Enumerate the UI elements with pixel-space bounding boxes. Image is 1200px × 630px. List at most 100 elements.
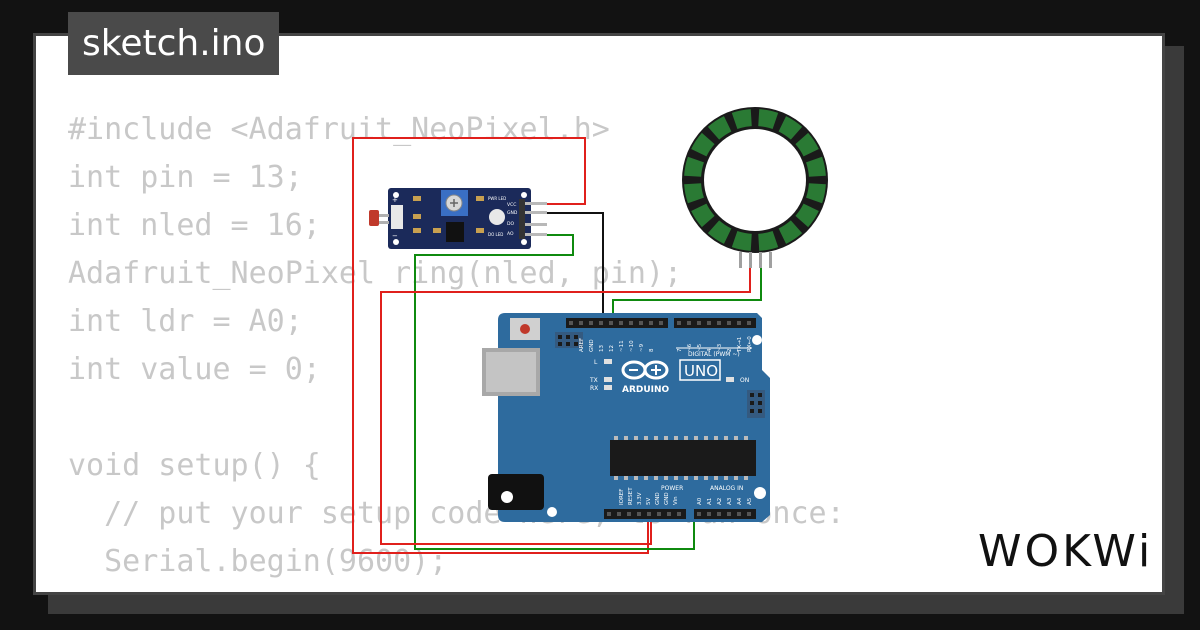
analog-pin-label: A2 — [717, 498, 723, 505]
sensor-do-led-label: DO LED — [488, 232, 503, 237]
code-line: #include <Adafruit_NeoPixel.h> — [68, 112, 610, 147]
analog-pin-label: A5 — [747, 497, 753, 505]
wire-ao — [414, 234, 695, 550]
sensor-minus-label: − — [392, 232, 398, 240]
code-line: int nled = 16; — [68, 208, 321, 243]
neopixel-led — [778, 220, 803, 244]
photoresistor — [369, 210, 379, 226]
neopixel-led — [795, 132, 819, 157]
ring-leds — [684, 109, 826, 251]
neopixel-led — [684, 183, 704, 204]
pwr-led — [489, 209, 505, 225]
sensor-pin-vcc[interactable] — [525, 202, 547, 205]
sensor-board — [388, 188, 531, 249]
power-pin-label: GND — [655, 492, 661, 505]
power-label: POWER — [661, 485, 683, 492]
digital-label: DIGITAL (PWM ~) — [688, 351, 740, 358]
digital-header[interactable] — [566, 318, 756, 328]
digital-pin-label: AREF — [579, 338, 585, 352]
code-line: Adafruit_NeoPixel ring(nled, pin); — [68, 256, 683, 291]
digital-pin-label: 4 — [707, 348, 713, 352]
analog-header[interactable] — [694, 509, 756, 519]
analog-label: ANALOG IN — [710, 485, 743, 492]
sensor-pin-label: AO — [507, 231, 514, 237]
arduino-brand: ARDUINO — [622, 385, 670, 395]
digital-pin-label: 7 — [677, 348, 683, 352]
l-led-label: L — [594, 359, 598, 366]
neopixel-led — [795, 203, 819, 228]
sensor-pin-ao[interactable] — [525, 233, 547, 236]
analog-pin-label: A3 — [727, 497, 733, 505]
digital-pin-label: ~9 — [639, 343, 645, 352]
atmega-chip — [610, 436, 756, 480]
power-pin-label: 3.3V — [637, 492, 643, 505]
power-header[interactable] — [604, 509, 686, 519]
icsp-header-top — [555, 332, 583, 348]
digital-pin-label: 2 — [727, 349, 733, 353]
ring-pins — [739, 252, 772, 268]
sensor-connector — [391, 205, 403, 229]
neopixel-led — [731, 109, 752, 129]
digital-pin-label: RX←0 — [747, 336, 753, 352]
file-tab[interactable]: sketch.ino — [68, 12, 280, 75]
code-line: int value = 0; — [68, 352, 321, 387]
neopixel-led — [778, 116, 803, 140]
digital-pin-label: ~11 — [619, 340, 625, 352]
digital-pin-label: 13 — [599, 345, 605, 352]
digital-pin-label: TX→1 — [737, 337, 743, 353]
analog-pin-label: A1 — [707, 498, 713, 505]
power-pin-label: Vin — [673, 496, 679, 505]
neopixel-led — [684, 156, 704, 177]
digital-pin-label: GND — [589, 339, 595, 352]
code-editor[interactable]: #include <Adafruit_NeoPixel.h>int pin = … — [68, 106, 845, 592]
code-line: int ldr = A0; — [68, 304, 303, 339]
neopixel-led — [806, 183, 826, 204]
sensor-pin-label: GND — [507, 210, 518, 216]
digital-pin-label: ~10 — [629, 340, 635, 352]
sensor-pwr-led-label: PWR LED — [488, 196, 506, 201]
sensor-plus-label: + — [392, 196, 398, 204]
rx-led-label: RX — [590, 385, 598, 392]
sensor-pin-do[interactable] — [525, 223, 547, 226]
wire-ring-din — [612, 268, 762, 322]
neopixel-led — [691, 203, 715, 228]
neopixel-led — [758, 231, 779, 251]
power-jack — [488, 474, 544, 510]
icsp-header-right — [747, 390, 765, 418]
wokwi-logo: WOKWi — [978, 526, 1154, 577]
arduino-model: UNO — [684, 362, 718, 380]
neopixel-ring[interactable] — [682, 107, 828, 268]
wires — [352, 137, 762, 554]
neopixel-led — [758, 109, 779, 129]
digital-pin-label: 12 — [609, 345, 615, 352]
sensor-pin-gnd[interactable] — [525, 211, 547, 214]
sensor-pin-label: VCC — [507, 202, 516, 208]
ldr-sensor-module[interactable]: + − PWR LED DO LED VCC GND DO AO — [369, 188, 547, 249]
neopixel-led — [707, 220, 732, 244]
power-pin-label: RESET — [628, 487, 634, 505]
code-line: Serial.begin(9600); — [68, 544, 448, 579]
analog-pin-label: A4 — [737, 497, 743, 505]
wire-ring-5v — [380, 268, 751, 545]
code-line: void setup() { — [68, 448, 321, 483]
arduino-logo — [621, 360, 669, 380]
power-pin-label: GND — [664, 492, 670, 505]
analog-pin-label: A0 — [697, 497, 703, 505]
power-pin-label: 5V — [646, 498, 652, 505]
ring-hole — [704, 129, 806, 231]
comparator-chip — [446, 222, 464, 242]
tx-led-label: TX — [589, 377, 598, 384]
code-line: int pin = 13; — [68, 160, 303, 195]
wire-sensor-gnd — [547, 212, 604, 322]
neopixel-led — [707, 116, 732, 140]
sensor-pin-label: DO — [507, 221, 514, 227]
digital-pin-label: 8 — [649, 348, 655, 352]
neopixel-led — [691, 132, 715, 157]
power-pin-label: IOREF — [619, 489, 625, 505]
neopixel-led — [806, 156, 826, 177]
wire-vcc — [352, 137, 649, 554]
on-led-label: ON — [740, 377, 749, 384]
